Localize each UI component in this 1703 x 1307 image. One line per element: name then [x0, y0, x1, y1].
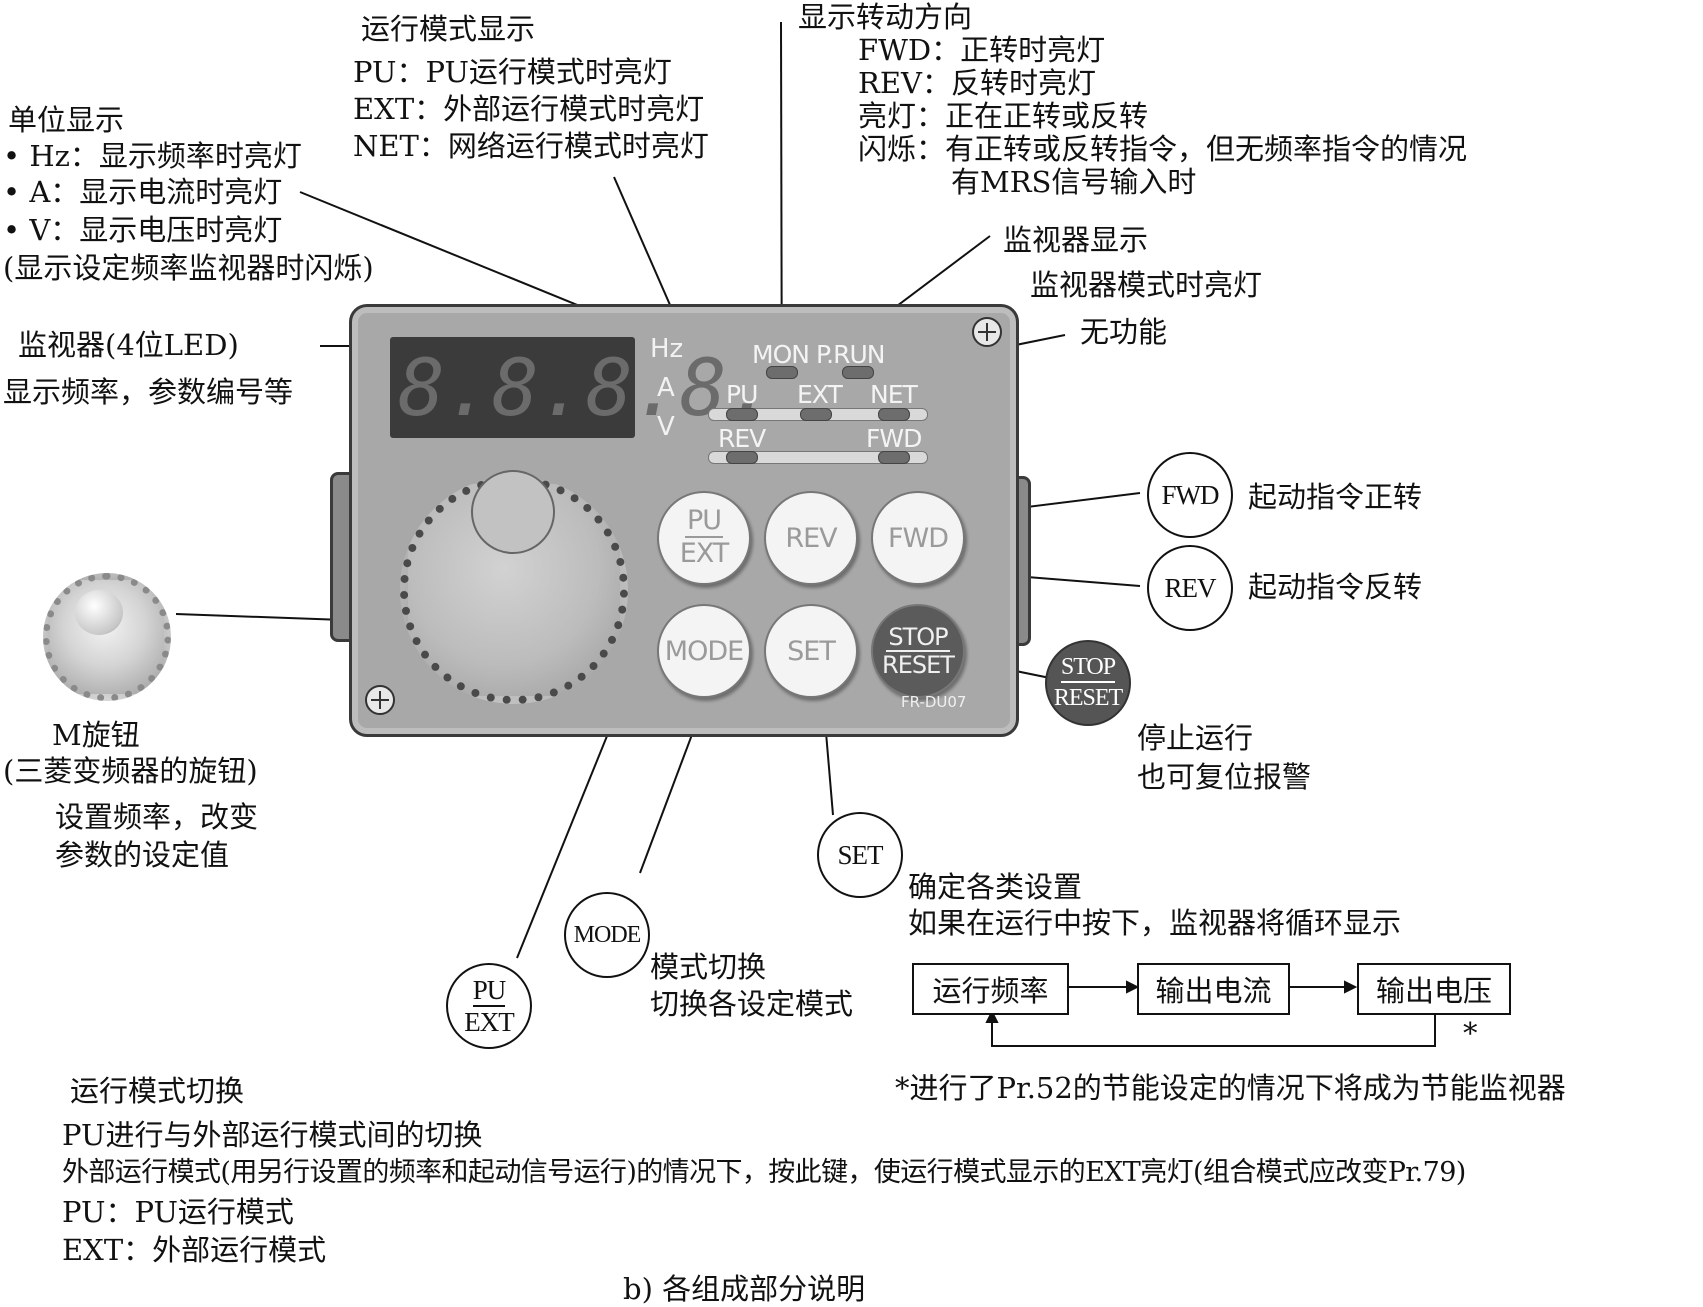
m-dial-knob-cap: [471, 470, 555, 554]
lamp-mon-label: MON: [752, 340, 810, 369]
screw-icon: [365, 685, 395, 715]
mode-display-line: PU：PU运行模式时亮灯: [353, 55, 672, 89]
fwd-button-label: FWD: [887, 522, 949, 554]
pu-ext-button-bottom: EXT: [679, 538, 730, 569]
rev-button[interactable]: REV: [764, 491, 858, 585]
mode-display-line: EXT：外部运行模式时亮灯: [353, 92, 705, 126]
rev-desc: 起动指令反转: [1248, 570, 1423, 604]
stop-reset-button-top: STOP: [886, 623, 950, 652]
unit-hz-label: Hz: [650, 334, 684, 364]
lamp-pu-label: PU: [726, 380, 758, 409]
model-label: FR-DU07: [901, 693, 967, 711]
lamp-bar-row3: [708, 451, 928, 464]
direction-display-line: 闪烁：有正转或反转指令，但无频率指令的情况: [858, 132, 1468, 166]
lamp-rev-label: REV: [718, 424, 766, 453]
lamp-net: [878, 408, 910, 421]
m-knob-title: M旋钮: [52, 718, 140, 752]
lamp-prun-label: P.RUN: [816, 340, 885, 369]
mode-callout-icon: MODE: [564, 892, 650, 978]
lamp-pu: [726, 408, 758, 421]
pu-ext-button-top: PU: [684, 505, 724, 538]
mode-display-title: 运行模式显示: [361, 12, 536, 46]
mode-desc: 模式切换: [650, 950, 767, 984]
mode-button[interactable]: MODE: [657, 604, 751, 698]
set-desc: 如果在运行中按下，监视器将循环显示: [908, 906, 1402, 940]
monitor-led-desc: 显示频率，参数编号等: [3, 375, 294, 409]
pu-ext-title: 运行模式切换: [70, 1074, 245, 1108]
m-knob-subtitle: (三菱变频器的旋钮): [3, 754, 258, 788]
unit-display-title: 单位显示: [8, 103, 125, 137]
stop-desc: 也可复位报警: [1137, 760, 1312, 794]
unit-display-line: (显示设定频率监视器时闪烁): [3, 251, 374, 285]
direction-display-line: 亮灯：正在正转或反转: [858, 99, 1149, 133]
fwd-button[interactable]: FWD: [871, 491, 965, 585]
pu-ext-desc: PU进行与外部运行模式间的切换: [62, 1118, 483, 1152]
stop-callout-bottom: RESET: [1053, 685, 1123, 711]
lamp-prun: [842, 366, 874, 379]
lamp-fwd: [878, 451, 910, 464]
unit-display-line: • Hz：显示频率时亮灯: [3, 139, 302, 173]
mode-desc: 切换各设定模式: [650, 987, 854, 1021]
stop-reset-button[interactable]: STOP RESET: [871, 604, 965, 698]
pu-callout-top: PU: [472, 975, 506, 1007]
mode-callout-label: MODE: [573, 921, 642, 948]
unit-display-line: • V：显示电压时亮灯: [3, 213, 283, 247]
pu-ext-desc: PU：PU运行模式: [62, 1195, 294, 1229]
unit-a-label: A: [657, 373, 675, 403]
lamp-rev: [726, 451, 758, 464]
set-callout-label: SET: [837, 839, 883, 870]
fwd-callout-icon: FWD: [1147, 452, 1233, 538]
m-knob-illustration-cap: [75, 590, 123, 635]
set-button-label: SET: [787, 635, 836, 667]
lamp-fwd-label: FWD: [866, 424, 922, 453]
cycle-box-voltage: 输出电压: [1357, 963, 1511, 1015]
rev-button-label: REV: [785, 522, 837, 554]
footnote: *进行了Pr.52的节能设定的情况下将成为节能监视器: [895, 1071, 1566, 1105]
pu-callout-bottom: EXT: [464, 1007, 514, 1037]
mode-display-line: NET：网络运行模式时亮灯: [353, 129, 709, 163]
cycle-footnote-star: *: [1463, 1016, 1478, 1050]
cycle-box-current: 输出电流: [1137, 963, 1290, 1015]
pu-ext-desc: EXT：外部运行模式: [62, 1233, 327, 1267]
unit-v-label: V: [657, 412, 675, 442]
m-knob-desc: 设置频率，改变: [55, 800, 259, 834]
unit-display-line: • A：显示电流时亮灯: [3, 175, 283, 209]
monitor-led-display: 8.8.8.8.: [390, 337, 774, 438]
monitor-display-desc: 监视器模式时亮灯: [1030, 268, 1263, 302]
pu-ext-callout-icon: PU EXT: [446, 963, 532, 1049]
monitor-led-title: 监视器(4位LED): [18, 328, 239, 362]
pu-ext-button[interactable]: PU EXT: [657, 491, 751, 585]
figure-caption: b) 各组成部分说明: [623, 1272, 866, 1306]
set-desc: 确定各类设置: [908, 870, 1083, 904]
stop-reset-button-bottom: RESET: [882, 651, 955, 679]
direction-display-line: REV：反转时亮灯: [858, 66, 1096, 100]
pu-ext-desc: 外部运行模式(用另行设置的频率和起动信号运行)的情况下，按此键，使运行模式显示的…: [62, 1157, 1466, 1188]
stop-desc: 停止运行: [1137, 721, 1254, 755]
direction-display-title: 显示转动方向: [798, 0, 973, 34]
m-knob-desc: 参数的设定值: [55, 838, 230, 872]
lamp-ext: [800, 408, 832, 421]
direction-display-line: 有MRS信号输入时: [951, 165, 1197, 199]
direction-display-line: FWD：正转时亮灯: [858, 33, 1106, 67]
stop-reset-callout-icon: STOP RESET: [1045, 640, 1131, 726]
rev-callout-icon: REV: [1147, 545, 1233, 631]
screw-icon: [972, 317, 1002, 347]
fwd-desc: 起动指令正转: [1248, 480, 1423, 514]
lamp-mon: [766, 366, 798, 379]
rev-callout-label: REV: [1164, 572, 1217, 603]
no-function-label: 无功能: [1080, 315, 1168, 349]
cycle-box-frequency: 运行频率: [912, 963, 1069, 1015]
mode-button-label: MODE: [664, 635, 744, 667]
fwd-callout-label: FWD: [1161, 479, 1220, 510]
stop-callout-top: STOP: [1060, 653, 1116, 683]
lamp-ext-label: EXT: [797, 380, 843, 409]
set-callout-icon: SET: [817, 812, 903, 898]
lamp-net-label: NET: [870, 380, 918, 409]
set-button[interactable]: SET: [764, 604, 858, 698]
monitor-display-title: 监视器显示: [1003, 223, 1149, 257]
